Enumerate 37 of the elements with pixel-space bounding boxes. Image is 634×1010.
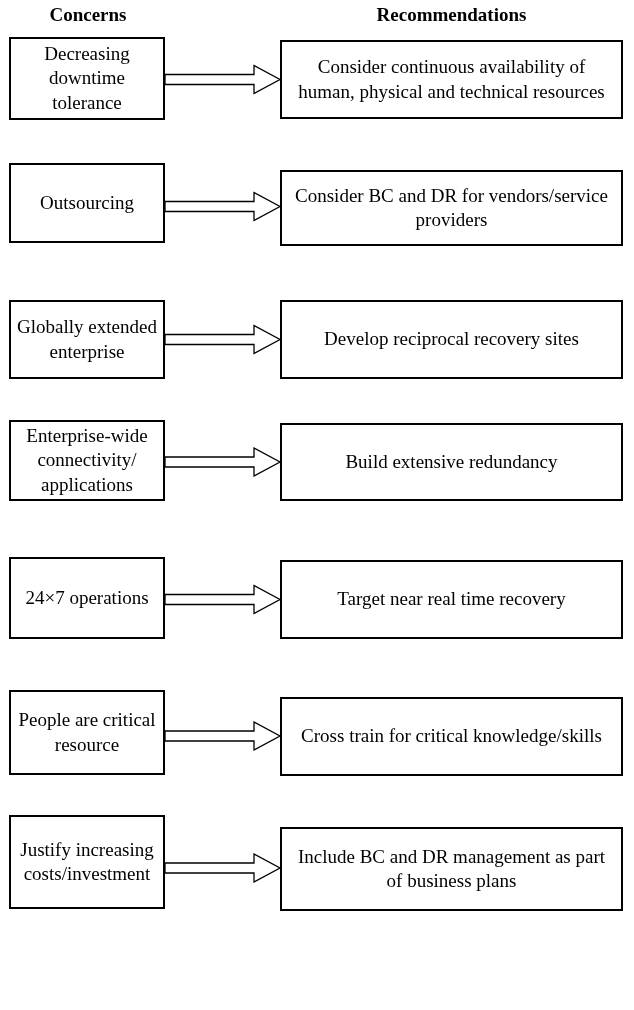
hollow-arrow [164,584,282,615]
box-text: Build extensive redundancy [345,449,558,474]
recommendation-box [280,827,623,911]
recommendation-box [280,697,623,776]
column-header: Concerns [48,4,128,26]
box-text: Consider continuous availability of human, physical and technical resources [297,55,606,104]
concern-box [9,815,165,909]
box-text: 24×7 operations [25,585,149,610]
recommendation-box [280,300,623,379]
concern-box [9,420,165,501]
recommendation-box [280,560,623,639]
box-text: Globally extended enterprise [17,315,157,364]
concern-box [9,300,165,379]
box-text: Include BC and DR management as part of business plans [296,844,607,893]
box-text: Outsourcing [40,190,134,215]
box-text: Consider BC and DR for vendors/service providers [294,183,609,232]
box-text: Target near real time recovery [337,587,566,612]
box-text: Cross train for critical knowledge/skills [301,724,602,749]
recommendation-box [280,423,623,501]
recommendation-box [280,170,623,246]
concern-box [9,690,165,775]
box-text: People are critical resource [17,708,157,757]
hollow-arrow [164,446,282,478]
concern-box [9,37,165,120]
box-text: Justify increasing costs/investment [19,837,155,886]
box-text: Decreasing downtime tolerance [43,42,131,115]
recommendation-box [280,40,623,119]
hollow-arrow [164,852,282,884]
hollow-arrow [164,191,282,222]
concern-box [9,557,165,639]
hollow-arrow [164,720,282,752]
concern-box [9,163,165,243]
box-text: Enterprise-wide connectivity/ applications [25,424,149,497]
hollow-arrow [164,324,282,355]
hollow-arrow [164,64,282,95]
box-text: Develop reciprocal recovery sites [324,327,579,352]
column-header: Recommendations [375,4,528,26]
